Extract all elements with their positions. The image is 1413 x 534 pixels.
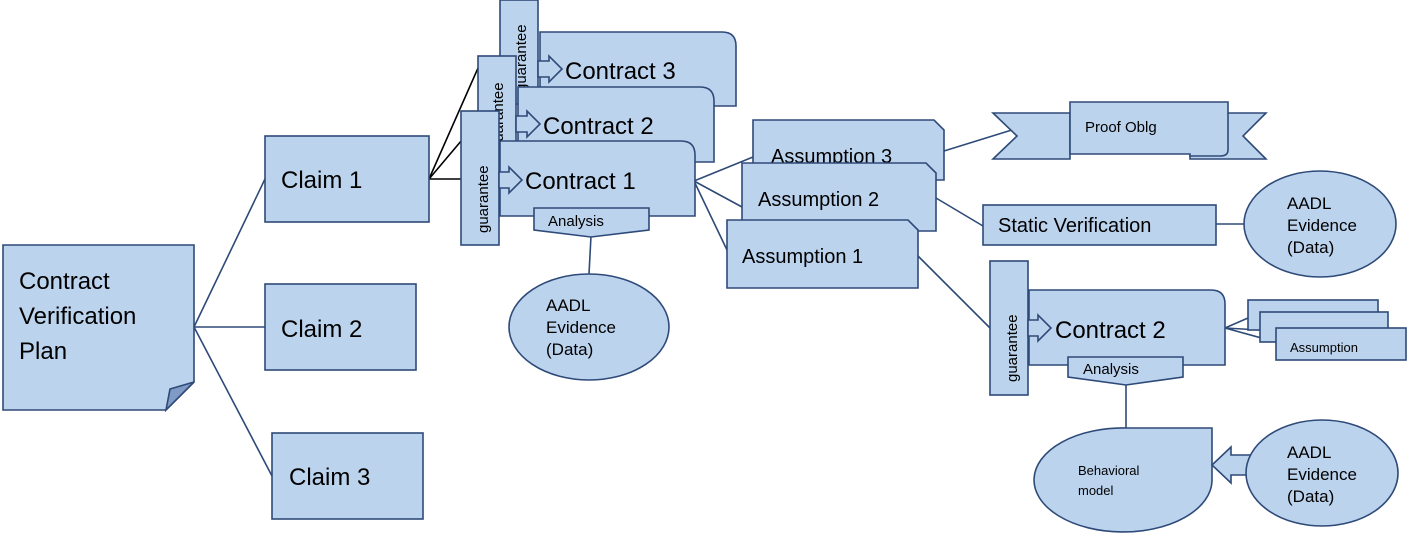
proof-obligation: Proof Oblg <box>991 101 1268 160</box>
claim-1: Claim 1 <box>264 135 430 223</box>
contract-1-shape <box>499 140 696 217</box>
aadl-evidence-3-line2: Evidence <box>1287 465 1357 484</box>
aadl-evidence-1: AADL Evidence (Data) <box>508 273 670 381</box>
connector-contract1-assumption2 <box>693 180 743 208</box>
proof-obligation-banner <box>1069 101 1229 157</box>
assumption-1-label: Assumption 1 <box>742 246 863 268</box>
contract-3-label: Contract 3 <box>565 58 676 85</box>
static-verification-box <box>982 204 1217 246</box>
assumption-2-label: Assumption 2 <box>758 189 879 211</box>
contract-2-lower-analysis-label: Analysis <box>1083 361 1139 378</box>
behavioral-model-line1: Behavioral <box>1078 463 1140 478</box>
aadl-evidence-3-ellipse <box>1245 419 1399 527</box>
contract-1: guarantee Contract 1 Analysis <box>460 110 696 246</box>
aadl-evidence-2-line3: (Data) <box>1287 238 1334 257</box>
connector-assumption1-contract2-lower <box>917 255 991 329</box>
aadl-evidence-1-line1: AADL <box>546 296 590 315</box>
connector-contract1-assumption1 <box>693 180 728 251</box>
contract-2-guarantee-arrow <box>515 109 542 139</box>
proof-obligation-label: Proof Oblg <box>1085 119 1157 136</box>
contract-1-label: Contract 1 <box>525 168 636 195</box>
aadl-evidence-3-line1: AADL <box>1287 443 1331 462</box>
behavioral-model-shape <box>1033 427 1213 533</box>
behavioral-model-line2: model <box>1078 483 1114 498</box>
connector-analysis-evidence <box>588 235 592 275</box>
assumption-stack-label: Assumption <box>1290 340 1358 355</box>
contract-1-guarantee-bar <box>460 110 500 246</box>
claim-2-box <box>264 283 417 371</box>
claim-1-box <box>264 135 430 223</box>
connector-plan-claim1 <box>193 178 266 328</box>
connector-contract2-assumptions <box>1224 317 1277 343</box>
plan-title-line2: Verification <box>19 303 136 330</box>
aadl-evidence-1-line2: Evidence <box>546 318 616 337</box>
contract-2-lower-guarantee-label: guarantee <box>1004 314 1021 382</box>
aadl-evidence-1-line3: (Data) <box>546 340 593 359</box>
contract-1-guarantee-arrow <box>498 165 524 195</box>
contract-3-guarantee-label: guarantee <box>513 24 530 92</box>
behavioral-model: Behavioral model <box>1033 427 1213 533</box>
claim-3: Claim 3 <box>271 432 424 520</box>
contract-1-analysis-label: Analysis <box>548 213 604 230</box>
contract-2-lower-analysis-tab <box>1067 356 1184 386</box>
plan-title-line1: Contract <box>19 268 110 295</box>
contract-2-lower-guarantee-arrow <box>1027 313 1053 343</box>
assumption-1-shape <box>726 219 919 289</box>
connector-plan-claim3 <box>193 326 273 477</box>
contract-1-guarantee-label: guarantee <box>475 165 492 233</box>
connectors <box>193 67 1277 477</box>
assumption-stack-front <box>1275 327 1407 361</box>
plan-title-line3: Plan <box>19 338 67 365</box>
assumption-1: Assumption 1 <box>726 219 919 289</box>
assumption-stack: Assumption <box>1247 299 1407 361</box>
static-verification-label: Static Verification <box>998 215 1151 237</box>
connector-assumption3-proof <box>943 128 1016 152</box>
aadl-evidence-1-ellipse <box>508 273 670 381</box>
contract-3-guarantee-arrow <box>537 54 564 84</box>
connector-contract1-assumption3 <box>693 156 754 182</box>
aadl-evidence-3: AADL Evidence (Data) <box>1210 419 1399 527</box>
proof-obligation-left-tail <box>991 112 1071 160</box>
static-verification: Static Verification <box>982 204 1217 246</box>
contract-2-lower-shape <box>1028 289 1226 366</box>
aadl-evidence-2-line2: Evidence <box>1287 216 1357 235</box>
aadl-evidence-2-line1: AADL <box>1287 194 1331 213</box>
claim-3-label: Claim 3 <box>289 464 370 491</box>
claim-2-label: Claim 2 <box>281 316 362 343</box>
contract-2-lower: guarantee Contract 2 Analysis <box>989 260 1226 396</box>
verification-plan: Contract Verification Plan <box>2 244 195 413</box>
contract-2-lower-label: Contract 2 <box>1055 317 1166 344</box>
claim-1-label: Claim 1 <box>281 167 362 194</box>
plan-note-fold <box>164 381 195 413</box>
contract-2-lower-guarantee-bar <box>989 260 1029 396</box>
claim-2: Claim 2 <box>264 283 417 371</box>
aadl-evidence-2-ellipse <box>1243 170 1397 278</box>
connector-assumption2-static <box>935 197 984 227</box>
contract-1-analysis-tab <box>533 207 650 238</box>
aadl-evidence-3-line3: (Data) <box>1287 487 1334 506</box>
claim-3-box <box>271 432 424 520</box>
contract-2-label: Contract 2 <box>543 113 654 140</box>
aadl-evidence-2: AADL Evidence (Data) <box>1243 170 1397 278</box>
